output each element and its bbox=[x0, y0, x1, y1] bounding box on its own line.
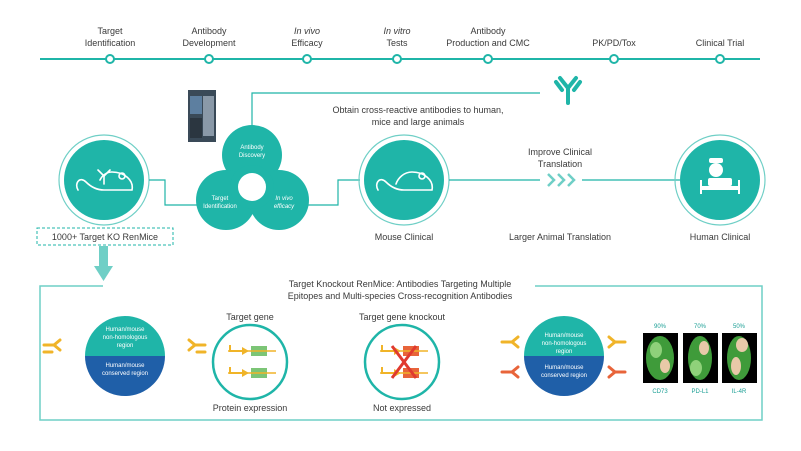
protein-structure-images bbox=[643, 333, 757, 383]
bottom-frame bbox=[39, 285, 763, 421]
left-bottom-region-text: Human/mouse conserved region bbox=[90, 362, 160, 378]
renmice-box-label: 1000+ Target KO RenMice bbox=[51, 232, 159, 242]
timeline-step-line2: Efficacy bbox=[291, 38, 323, 48]
cross-reactive-line1: Obtain cross-reactive antibodies to huma… bbox=[332, 105, 504, 115]
gold-antibody-icons-left bbox=[42, 338, 207, 354]
right-top-region-text: Human/mouse non-homologous region bbox=[529, 332, 599, 356]
timeline-step-line2: Identification bbox=[84, 38, 136, 48]
structure-name: PD-L1 bbox=[691, 389, 709, 395]
right-top-line2: non-homologous bbox=[541, 341, 587, 347]
improve-line1: Improve Clinical bbox=[527, 147, 593, 157]
right-top-line3: region bbox=[555, 349, 573, 355]
mouse-clinical-circle bbox=[364, 140, 444, 220]
lobe-in-vivo-efficacy: In vivo efficacy bbox=[262, 195, 306, 211]
bottom-title-line1: Target Knockout RenMice: Antibodies Targ… bbox=[288, 279, 512, 289]
lobe-left-line1: Target bbox=[211, 196, 229, 202]
right-top-line1: Human/mouse bbox=[544, 333, 584, 339]
bottom-title: Target Knockout RenMice: Antibodies Targ… bbox=[240, 278, 560, 302]
mouse-clinical-label: Mouse Clinical bbox=[374, 232, 434, 242]
epitope-circle-right bbox=[524, 316, 604, 396]
chevron-arrows-icon bbox=[540, 172, 582, 188]
lobe-target-identification: Target Identification bbox=[196, 195, 244, 211]
antibody-icons-right bbox=[500, 335, 627, 379]
cross-reactive-text: Obtain cross-reactive antibodies to huma… bbox=[298, 104, 538, 128]
improve-line2: Translation bbox=[537, 159, 583, 169]
timeline-step-line2: Development bbox=[182, 38, 236, 48]
timeline-step-line1: In vitro bbox=[383, 26, 411, 36]
timeline-step-line1: Antibody bbox=[470, 26, 506, 36]
target-gene-label: Target gene bbox=[226, 312, 274, 322]
target-gene-knockout-label: Target gene knockout bbox=[358, 312, 446, 322]
timeline-dots bbox=[105, 54, 725, 64]
lobe-top-line1: Antibody bbox=[240, 145, 264, 151]
structure-percent: 70% bbox=[693, 324, 706, 330]
human-clinical-label: Human Clinical bbox=[689, 232, 751, 242]
left-bottom-line2: conserved region bbox=[101, 371, 149, 377]
bottom-title-line2: Epitopes and Multi-species Cross-recogni… bbox=[287, 291, 513, 301]
antibody-icon bbox=[554, 76, 582, 105]
timeline-step-line1: Target bbox=[97, 26, 123, 36]
right-bottom-line2: conserved region bbox=[540, 373, 588, 379]
connector-top bbox=[251, 92, 540, 130]
target-gene-knockout-circle bbox=[363, 323, 441, 401]
platform-trefoil bbox=[196, 125, 309, 230]
structure-name: CD73 bbox=[652, 389, 668, 395]
protein-expression-label: Protein expression bbox=[212, 403, 288, 413]
lobe-left-line2: Identification bbox=[203, 204, 237, 210]
lobe-right-line1: In vivo bbox=[275, 196, 293, 202]
mouse-with-antibody-icon bbox=[75, 169, 134, 191]
larger-animal-label: Larger Animal Translation bbox=[508, 232, 612, 242]
renmice-box bbox=[36, 227, 174, 246]
patient-bed-icon bbox=[700, 158, 740, 194]
structure-percent: 50% bbox=[732, 324, 745, 330]
left-bottom-line1: Human/mouse bbox=[105, 363, 145, 369]
structure-percent: 90% bbox=[653, 324, 666, 330]
left-top-line1: Human/mouse bbox=[105, 327, 145, 333]
right-bottom-region-text: Human/mouse conserved region bbox=[529, 364, 599, 380]
timeline-step-line2: PK/PD/Tox bbox=[592, 38, 636, 48]
mouse-icon bbox=[375, 171, 434, 191]
left-top-line3: region bbox=[116, 343, 134, 349]
cross-reactive-line2: mice and large animals bbox=[371, 117, 465, 127]
left-top-region-text: Human/mouse non-homologous region bbox=[90, 326, 160, 350]
timeline-step-line1: Antibody bbox=[191, 26, 227, 36]
right-bottom-line1: Human/mouse bbox=[544, 365, 584, 371]
lobe-antibody-discovery: Antibody Discovery bbox=[227, 144, 277, 160]
lobe-top-line2: Discovery bbox=[238, 153, 266, 159]
timeline-step-line2: Clinical Trial bbox=[695, 38, 745, 48]
timeline-step-line1 bbox=[665, 25, 775, 37]
timeline-step-line1: In vivo bbox=[293, 26, 320, 36]
timeline-step-line1 bbox=[559, 25, 669, 37]
not-expressed-label: Not expressed bbox=[372, 403, 432, 413]
timeline-step-line2: Production and CMC bbox=[446, 38, 530, 48]
improve-translation-text: Improve Clinical Translation bbox=[500, 146, 620, 170]
left-top-line2: non-homologous bbox=[102, 335, 148, 341]
lobe-right-line2: efficacy bbox=[273, 204, 295, 210]
timeline-step: Clinical Trial bbox=[665, 25, 775, 49]
down-arrow-icon bbox=[94, 246, 113, 281]
structure-name: IL-4R bbox=[731, 389, 747, 395]
target-gene-circle bbox=[211, 323, 289, 401]
timeline-step-line2: Tests bbox=[386, 38, 408, 48]
timeline-step: PK/PD/Tox bbox=[559, 25, 669, 49]
epitope-circle-left bbox=[85, 316, 165, 396]
instrument-icon bbox=[188, 90, 216, 142]
